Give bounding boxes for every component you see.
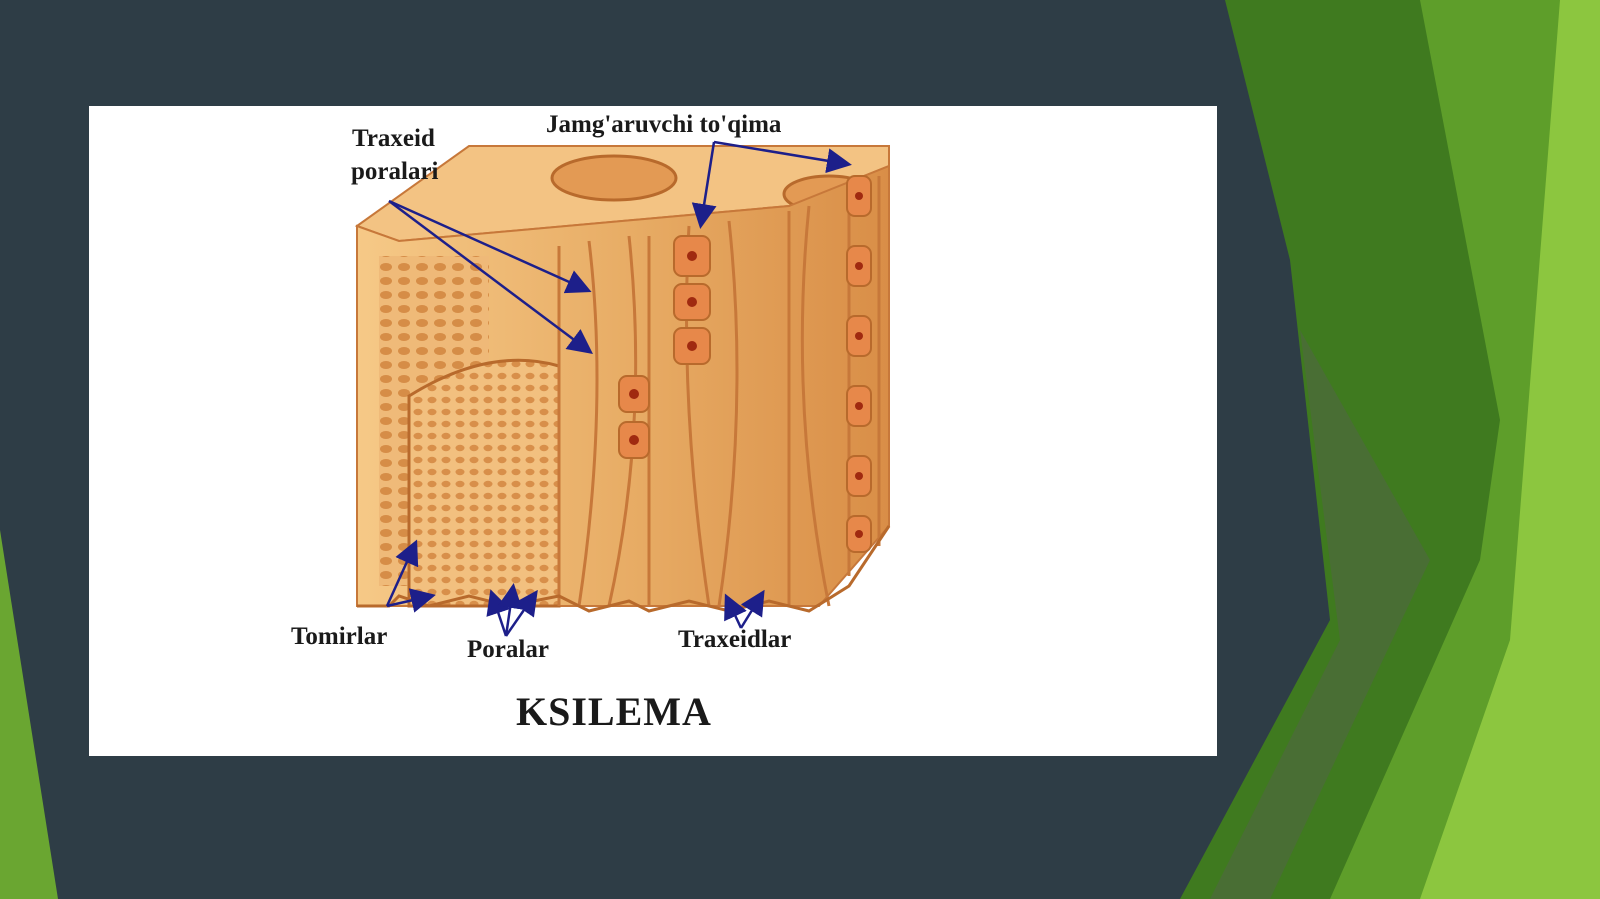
diagram-title: KSILEMA — [516, 689, 712, 734]
curved-vessel — [407, 358, 561, 608]
right-green-shape-shadow — [1210, 330, 1430, 899]
arrow-traxeid-poralari-1 — [388, 199, 592, 294]
arrow-tomirlar-2 — [386, 588, 436, 613]
arrow-traxeidlar-1 — [724, 593, 747, 629]
arrow-poralar-1 — [486, 589, 511, 637]
tissue-block — [354, 145, 891, 613]
vessel-opening — [550, 154, 678, 202]
label-traxeid-poralari-line2: poralari — [351, 158, 439, 185]
xylem-illustration — [354, 140, 891, 637]
label-traxeid-poralari-line1: Traxeid — [352, 125, 435, 152]
arrow-traxeidlar-2 — [739, 589, 765, 629]
arrow-poralar-2 — [497, 583, 523, 637]
figure-panel: Traxeid poralari Jamg'aruvchi to'qima To… — [89, 106, 1217, 756]
annotation-arrows — [385, 140, 852, 637]
arrow-traxeid-poralari-2 — [388, 200, 593, 354]
label-tomirlar: Tomirlar — [291, 623, 388, 650]
arrow-tomirlar-1 — [385, 539, 419, 607]
label-poralar: Poralar — [467, 636, 549, 663]
label-jamgaruvchi-toqima: Jamg'aruvchi to'qima — [546, 111, 782, 138]
arrow-poralar-3 — [504, 589, 538, 637]
ray-cells — [618, 175, 872, 553]
arrow-jamgaruvchi-2 — [713, 140, 852, 174]
left-green-shape — [0, 530, 58, 899]
label-traxeidlar: Traxeidlar — [678, 626, 792, 653]
right-green-shape-light — [1420, 0, 1600, 899]
arrow-jamgaruvchi-1 — [691, 141, 717, 229]
